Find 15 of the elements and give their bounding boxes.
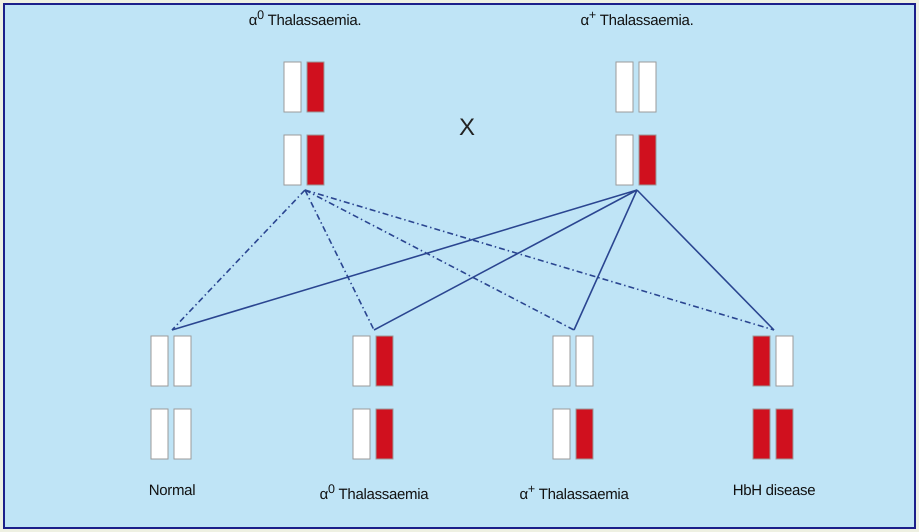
cross-line <box>304 189 774 331</box>
cross-line <box>374 189 638 331</box>
genotype-label: HbH disease <box>732 482 816 499</box>
cross-line <box>636 189 775 331</box>
genotype-label: α$^{+}$ Thalassaemia. <box>580 8 694 29</box>
cross-line <box>172 189 638 331</box>
cross-line <box>304 189 574 331</box>
genotype-label: α$^{0}$ Thalassaemia. <box>248 8 362 29</box>
cross-symbol: X <box>459 114 476 142</box>
genotype-label: α$^{+}$ Thalassaemia <box>518 482 630 503</box>
cross-line <box>171 189 306 331</box>
cross-line <box>304 190 375 330</box>
genotype-label: α$^{0}$ Thalassaemia <box>318 482 430 503</box>
cross-line <box>573 190 638 330</box>
genotype-label: Normal <box>148 482 196 499</box>
